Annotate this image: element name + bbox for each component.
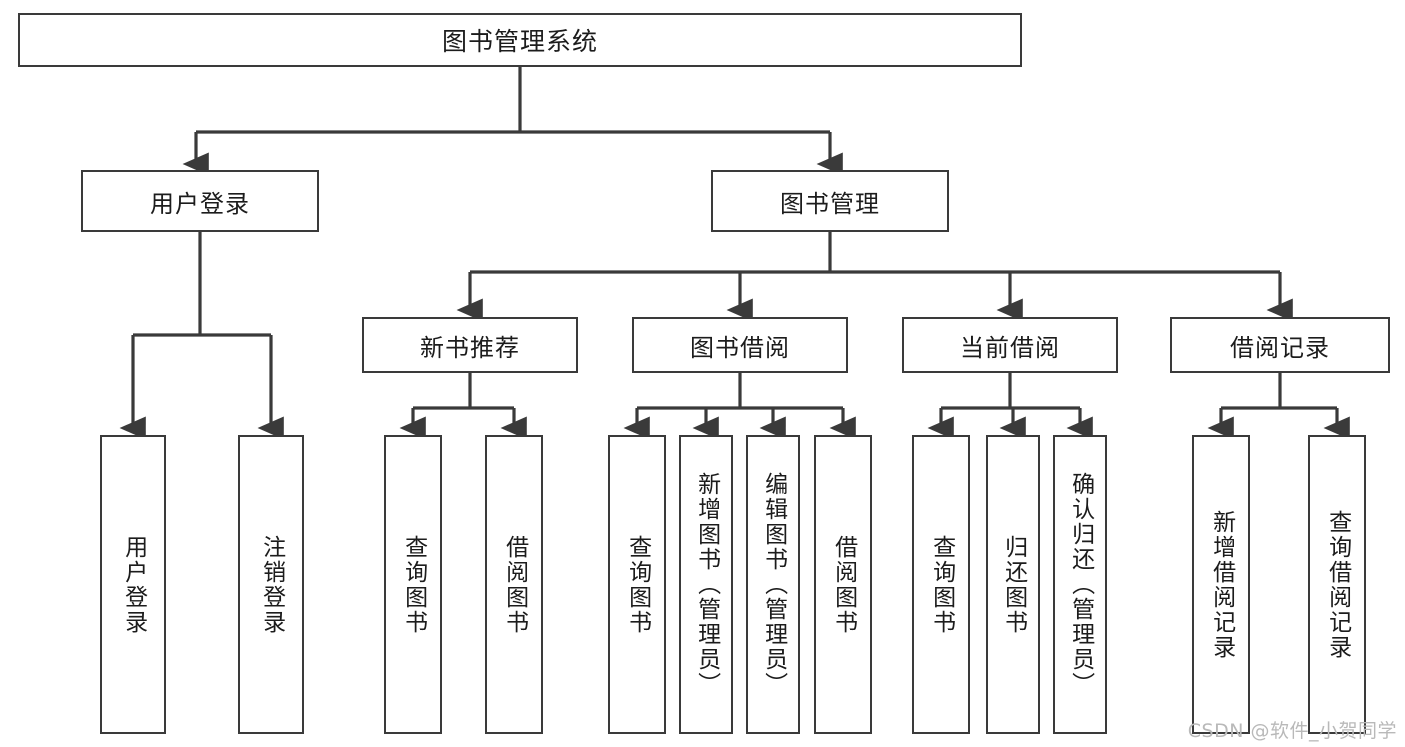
node-book-borrow-label: 图书借阅 (690, 333, 790, 362)
node-borrow-record-label: 借阅记录 (1230, 333, 1330, 362)
node-leaf-cur-confirm-return-label: 确认归还（管理员） (1067, 472, 1094, 697)
node-leaf-cur-confirm-return[interactable]: 确认归还（管理员） (1053, 435, 1107, 734)
node-current-borrow-label: 当前借阅 (960, 333, 1060, 362)
node-leaf-rec-query-book[interactable]: 查询图书 (384, 435, 442, 734)
node-current-borrow[interactable]: 当前借阅 (902, 317, 1118, 373)
node-book-borrow[interactable]: 图书借阅 (632, 317, 848, 373)
node-leaf-user-login-label: 用户登录 (120, 534, 147, 635)
node-leaf-borrow-query-book[interactable]: 查询图书 (608, 435, 666, 734)
node-leaf-borrow-edit-book[interactable]: 编辑图书（管理员） (746, 435, 800, 734)
node-leaf-borrow-add-book-label: 新增图书（管理员） (693, 472, 720, 697)
node-leaf-rec-query-record[interactable]: 查询借阅记录 (1308, 435, 1366, 734)
node-leaf-rec-borrow-book-label: 借阅图书 (501, 534, 528, 635)
watermark: CSDN @软件_小贺同学 (1187, 720, 1397, 742)
node-leaf-borrow-borrow-book-label: 借阅图书 (830, 534, 857, 635)
node-leaf-user-logout-label: 注销登录 (258, 534, 285, 635)
node-leaf-borrow-add-book[interactable]: 新增图书（管理员） (679, 435, 733, 734)
node-leaf-rec-query-record-label: 查询借阅记录 (1324, 509, 1351, 660)
node-leaf-borrow-borrow-book[interactable]: 借阅图书 (814, 435, 872, 734)
node-leaf-cur-return-book[interactable]: 归还图书 (986, 435, 1040, 734)
node-user-login[interactable]: 用户登录 (81, 170, 319, 232)
node-borrow-record[interactable]: 借阅记录 (1170, 317, 1390, 373)
node-book-manage[interactable]: 图书管理 (711, 170, 949, 232)
node-new-book-rec-label: 新书推荐 (420, 333, 520, 362)
node-root[interactable]: 图书管理系统 (18, 13, 1022, 67)
node-leaf-rec-add-record-label: 新增借阅记录 (1208, 509, 1235, 660)
node-leaf-cur-query-book-label: 查询图书 (928, 534, 955, 635)
node-user-login-label: 用户登录 (150, 189, 250, 218)
node-leaf-user-login[interactable]: 用户登录 (100, 435, 166, 734)
node-leaf-user-logout[interactable]: 注销登录 (238, 435, 304, 734)
node-root-label: 图书管理系统 (441, 27, 598, 56)
node-book-manage-label: 图书管理 (780, 189, 880, 218)
node-leaf-cur-return-book-label: 归还图书 (1000, 534, 1027, 635)
node-leaf-borrow-edit-book-label: 编辑图书（管理员） (760, 472, 787, 697)
node-leaf-rec-query-book-label: 查询图书 (400, 534, 427, 635)
node-leaf-borrow-query-book-label: 查询图书 (624, 534, 651, 635)
node-new-book-rec[interactable]: 新书推荐 (362, 317, 578, 373)
node-leaf-rec-add-record[interactable]: 新增借阅记录 (1192, 435, 1250, 734)
node-leaf-rec-borrow-book[interactable]: 借阅图书 (485, 435, 543, 734)
node-leaf-cur-query-book[interactable]: 查询图书 (912, 435, 970, 734)
